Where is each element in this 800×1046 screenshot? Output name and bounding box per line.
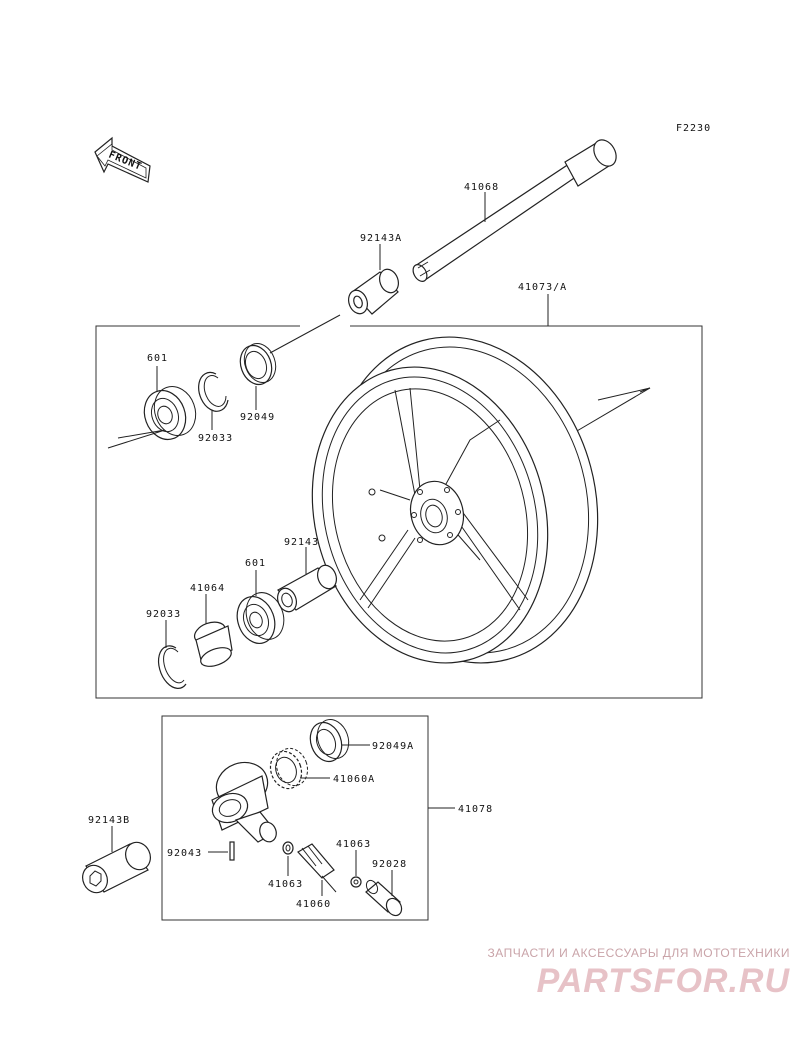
label-bearing-right: 601	[245, 558, 266, 569]
label-collar: 92143	[284, 537, 319, 548]
label-drive-gear: 41060A	[333, 774, 375, 785]
collar-a	[347, 268, 400, 315]
bushing	[365, 879, 403, 917]
label-washer-a: 41063	[268, 879, 303, 890]
label-pinion: 41060	[296, 899, 331, 910]
wheel-rim	[311, 336, 599, 664]
label-axle: 41068	[464, 182, 499, 193]
gear-housing	[211, 761, 277, 843]
figure-code: F2230	[676, 123, 711, 134]
spacer-cap	[193, 621, 233, 667]
label-collar-b: 92143B	[88, 815, 130, 826]
label-bearing-left: 601	[147, 353, 168, 364]
circlip-right	[157, 645, 187, 689]
pinion	[297, 843, 337, 893]
washer-a	[282, 841, 294, 855]
label-gear-housing-seal: 92049A	[372, 741, 414, 752]
front-arrow-icon: FRONT	[94, 136, 151, 183]
label-collar-a: 92143A	[360, 233, 402, 244]
pin	[229, 841, 235, 861]
drive-gear	[269, 747, 309, 790]
circlip-left	[198, 371, 229, 412]
label-bushing: 92028	[372, 859, 407, 870]
label-circlip-right: 92033	[146, 609, 181, 620]
label-meter-gear-assy: 41078	[458, 804, 493, 815]
gear-housing-seal	[309, 719, 350, 763]
axle	[412, 139, 617, 282]
washer-b	[350, 876, 362, 888]
label-seal-left: 92049	[240, 412, 275, 423]
collar	[276, 564, 338, 613]
seal-left	[239, 343, 277, 386]
bearing-right	[236, 592, 285, 644]
wheel-assembly-box	[95, 325, 703, 699]
label-spacer-cap: 41064	[190, 583, 225, 594]
collar-b	[82, 841, 151, 894]
meter-gear-box	[161, 715, 429, 921]
label-washer-b: 41063	[336, 839, 371, 850]
label-circlip-left: 92033	[198, 433, 233, 444]
watermark-tagline: ЗАПЧАСТИ И АКСЕССУАРЫ ДЛЯ МОТОТЕХНИКИ	[487, 946, 790, 960]
label-pin: 92043	[167, 848, 202, 859]
watermark-logo: PARTSFOR.RU	[536, 962, 790, 1000]
bearing-left	[143, 386, 197, 441]
label-wheel: 41073/A	[518, 282, 567, 293]
